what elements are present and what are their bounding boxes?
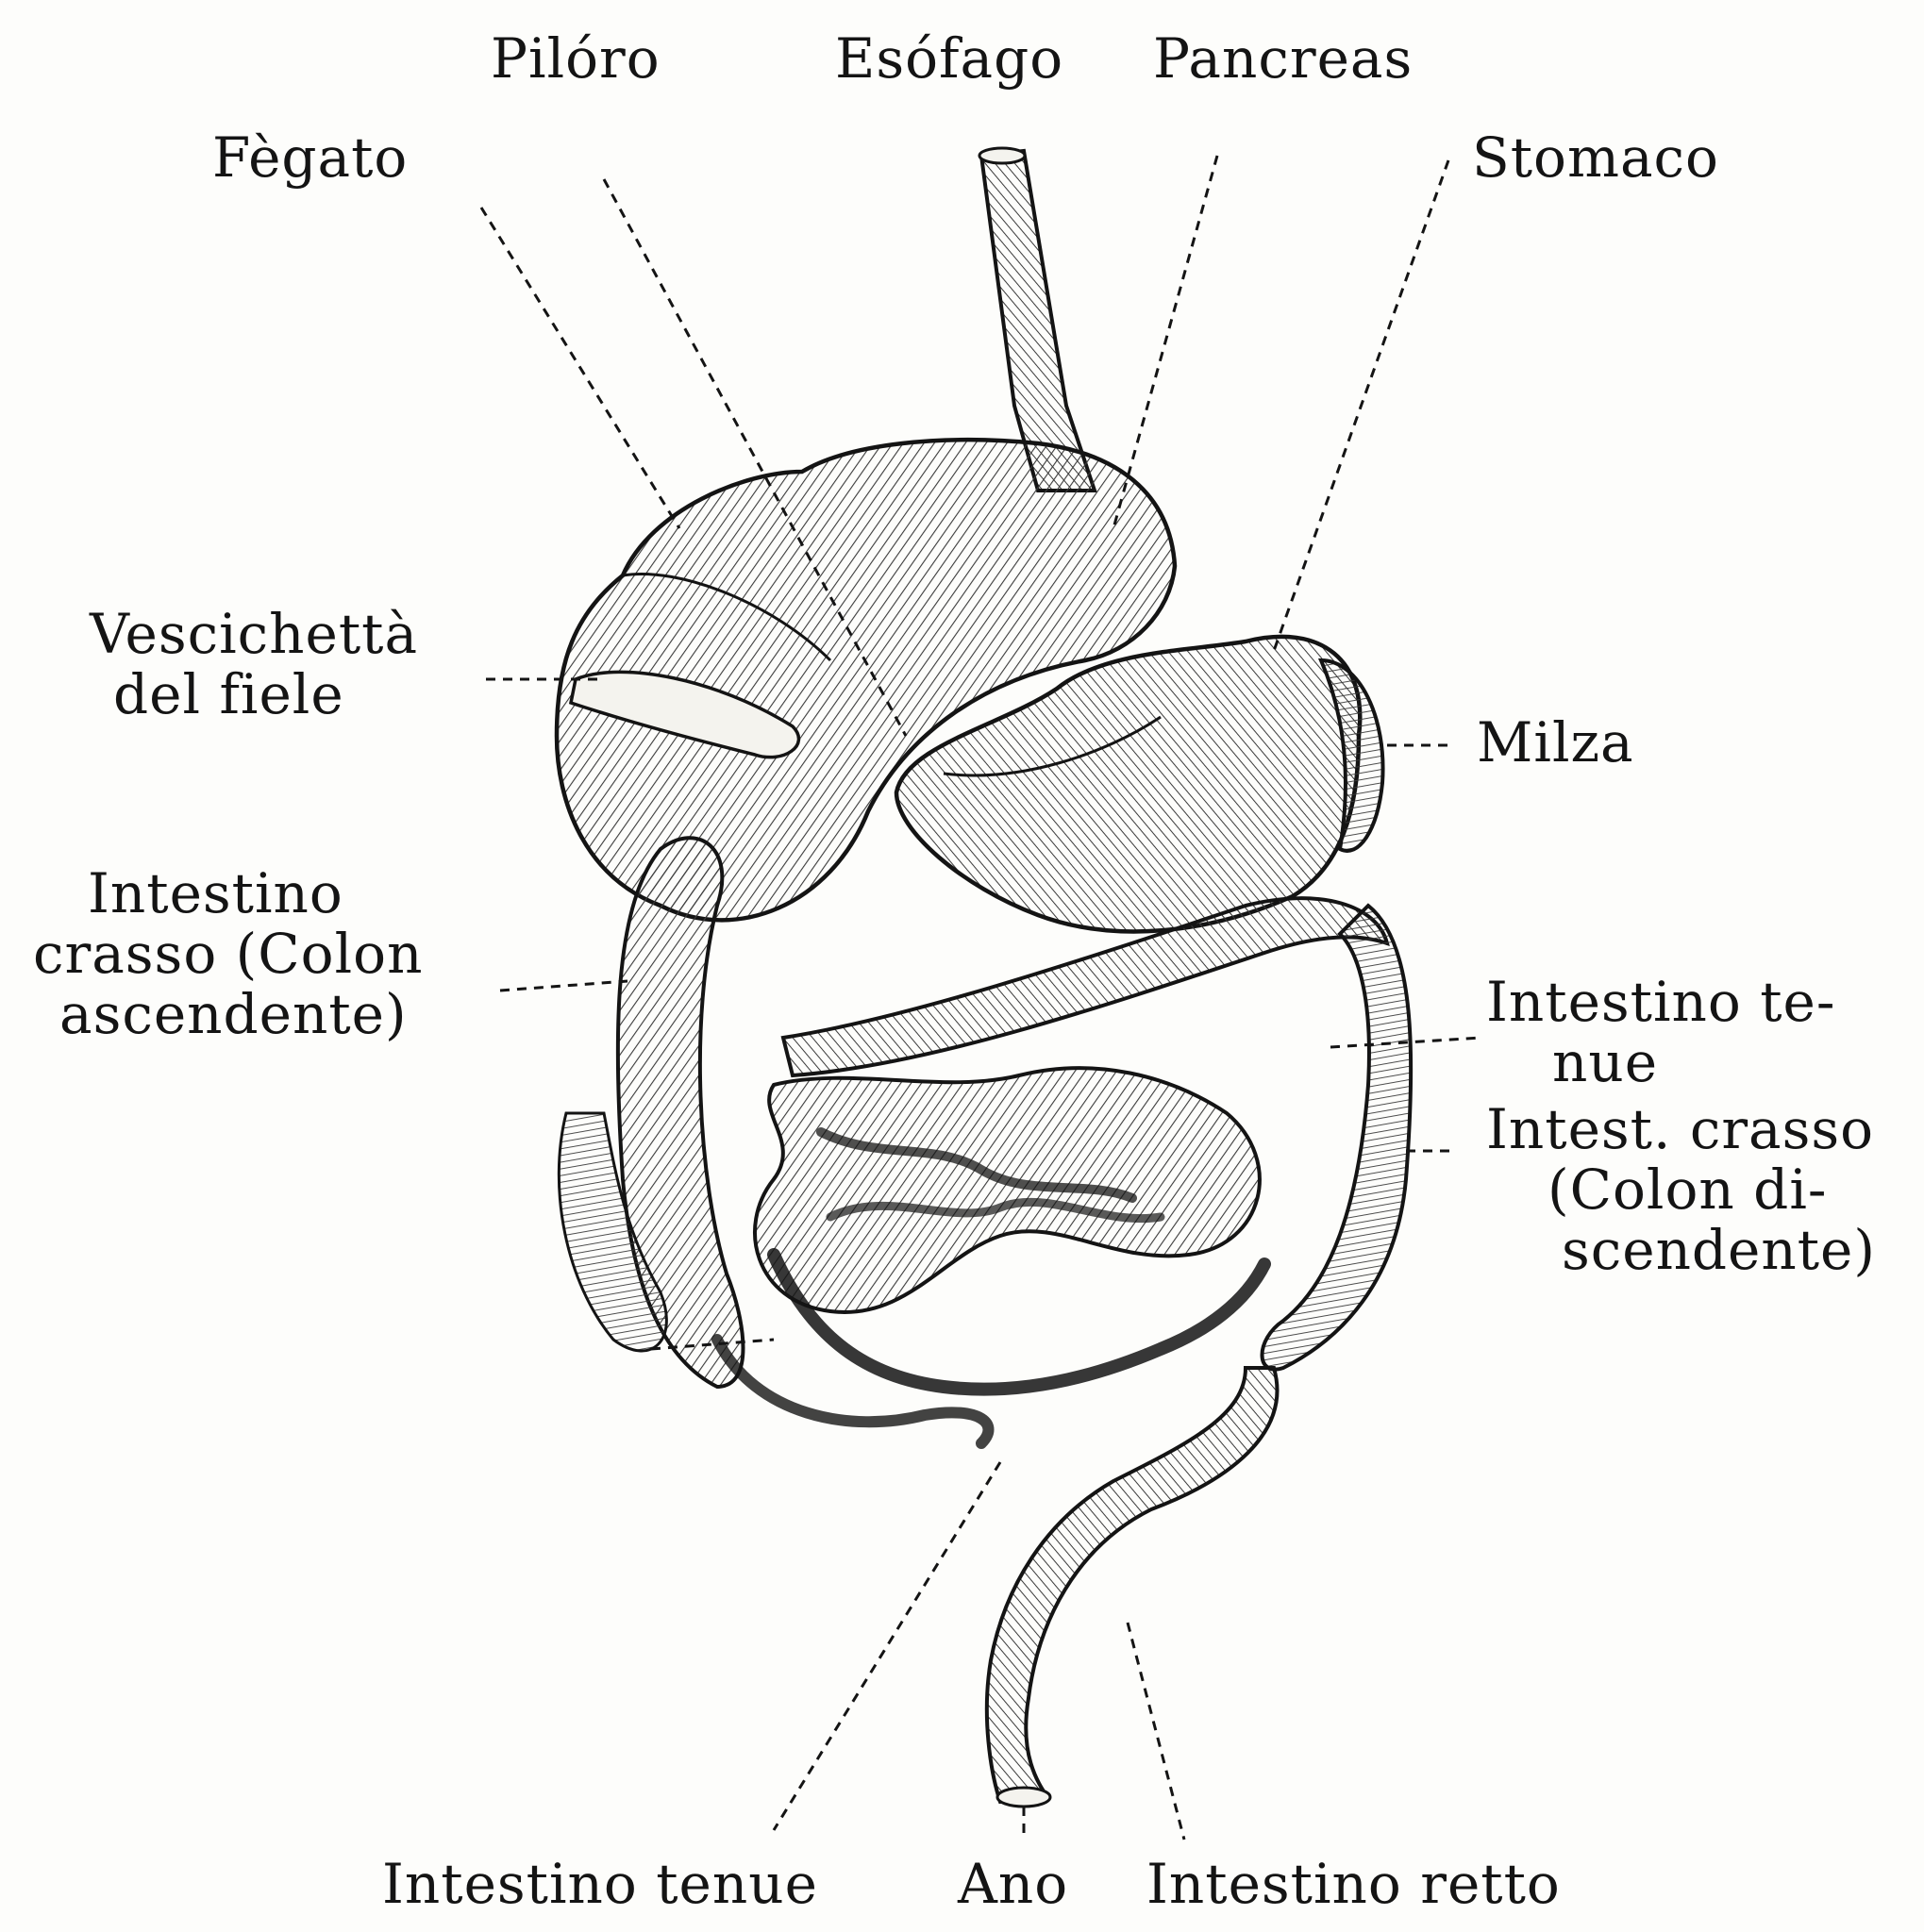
rectum-shape bbox=[984, 1366, 1280, 1808]
label-fegato: Fègato bbox=[212, 125, 409, 190]
liver-shape bbox=[554, 438, 1178, 923]
label-intestino-retto: Intestino retto bbox=[1146, 1852, 1561, 1916]
label-tenue-right-line-1: Intestino te- bbox=[1486, 970, 1836, 1034]
label-colon-asc-line-1: Intestino bbox=[88, 861, 343, 925]
label-piloro: Pilóro bbox=[491, 26, 661, 91]
label-stomaco: Stomaco bbox=[1472, 125, 1719, 190]
label-colon-disc-line-1: Intest. crasso bbox=[1486, 1097, 1875, 1161]
colon-descending-shape bbox=[1260, 903, 1414, 1372]
label-colon-ascendente: Intestino crasso (Colon ascendente) bbox=[33, 863, 423, 1044]
label-colon-discendente: Intest. crasso (Colon di- scendente) bbox=[1486, 1099, 1876, 1280]
label-vescichetta-line-1: Vescichettà bbox=[90, 602, 419, 666]
leader-lines bbox=[479, 155, 1482, 1840]
label-vescichetta: Vescichettà del fiele bbox=[90, 604, 418, 724]
label-colon-asc-line-3: ascendente) bbox=[59, 982, 408, 1046]
label-tenue-right-line-2: nue bbox=[1552, 1030, 1659, 1094]
label-esofago: Esófago bbox=[835, 26, 1064, 91]
label-milza: Milza bbox=[1477, 710, 1634, 774]
gallbladder-shape bbox=[568, 670, 801, 759]
label-ano: Ano bbox=[958, 1852, 1069, 1916]
label-colon-disc-line-2: (Colon di- bbox=[1548, 1158, 1828, 1222]
esophagus-shape bbox=[978, 146, 1097, 492]
label-pancreas: Pancreas bbox=[1153, 26, 1414, 91]
label-intestino-tenue-bottom: Intestino tenue bbox=[382, 1852, 818, 1916]
label-colon-asc-line-2: crasso (Colon bbox=[33, 922, 424, 986]
label-colon-disc-line-3: scendente) bbox=[1562, 1218, 1876, 1282]
label-vescichetta-line-2: del fiele bbox=[113, 662, 344, 726]
spleen-shape bbox=[1317, 658, 1385, 853]
colon-ascending-shape bbox=[557, 836, 745, 1390]
small-intestine-coils bbox=[711, 1066, 1271, 1449]
stomach-shape bbox=[894, 634, 1363, 934]
label-intestino-tenue-right: Intestino te- nue bbox=[1486, 972, 1835, 1092]
